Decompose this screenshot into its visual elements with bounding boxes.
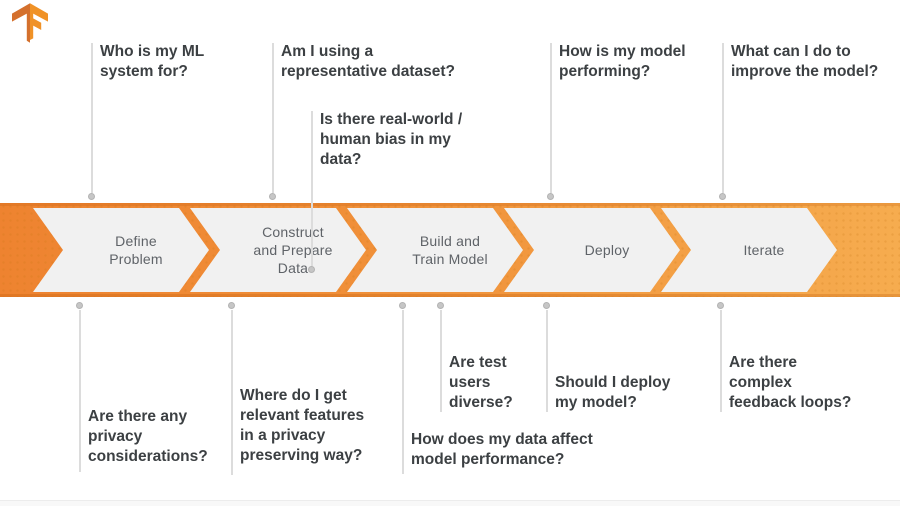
question-real-world-human-bias: Is there real-world / human bias in my d…: [308, 110, 483, 273]
leader-dot: [308, 266, 315, 273]
question-text: Should I deploy my model?: [555, 374, 671, 411]
question-text: Who is my ML system for?: [100, 43, 205, 80]
question-privacy-preserving-features: Where do I get relevant features in a pr…: [228, 302, 378, 477]
leader-line: [231, 310, 233, 475]
leader-dot: [437, 302, 444, 309]
tensorflow-logo-icon: [12, 3, 48, 43]
question-representative-dataset: Am I using a representative dataset?: [269, 42, 479, 200]
leader-dot: [399, 302, 406, 309]
stage-iterate: Iterate: [661, 208, 837, 292]
question-complex-feedback-loops: Are there complex feedback loops?: [717, 302, 857, 422]
stage-deploy: Deploy: [504, 208, 680, 292]
leader-dot: [543, 302, 550, 309]
stage-label: Construct and Prepare Data: [253, 224, 333, 276]
question-text: How is my model performing?: [559, 43, 686, 80]
leader-line: [720, 310, 722, 412]
leader-line: [79, 310, 81, 472]
leader-line: [546, 310, 548, 412]
stage-label: Iterate: [743, 242, 785, 258]
question-text: Are test users diverse?: [449, 354, 513, 411]
stage-label: Build and Train Model: [412, 233, 488, 267]
leader-line: [311, 111, 313, 266]
leader-dot: [717, 302, 724, 309]
leader-dot: [228, 302, 235, 309]
leader-dot: [88, 193, 95, 200]
question-text: Are there any privacy considerations?: [88, 408, 208, 465]
question-text: Where do I get relevant features in a pr…: [240, 387, 365, 464]
leader-line: [440, 310, 442, 412]
leader-line: [272, 43, 274, 193]
leader-dot: [719, 193, 726, 200]
question-text: Are there complex feedback loops?: [729, 354, 852, 411]
question-text: Am I using a representative dataset?: [281, 43, 456, 80]
stage-define-problem: Define Problem: [33, 208, 209, 292]
question-data-affect-model-performance: How does my data affect model performanc…: [399, 302, 629, 476]
stage-build-and-train-model: Build and Train Model: [347, 208, 523, 292]
leader-line: [550, 43, 552, 193]
question-test-users-diverse: Are test users diverse?: [437, 302, 527, 422]
next-section-edge: [0, 500, 900, 506]
question-improve-the-model: What can I do to improve the model?: [719, 42, 894, 200]
question-text: Is there real-world / human bias in my d…: [320, 111, 463, 168]
leader-line: [91, 43, 93, 193]
question-should-i-deploy: Should I deploy my model?: [543, 302, 683, 422]
leader-dot: [547, 193, 554, 200]
question-model-performing: How is my model performing?: [547, 42, 707, 200]
question-text: How does my data affect model performanc…: [411, 431, 593, 468]
leader-line: [402, 310, 404, 474]
leader-dot: [269, 193, 276, 200]
stage-label: Define Problem: [109, 233, 163, 267]
question-privacy-considerations: Are there any privacy considerations?: [76, 302, 226, 474]
tensorflow-logo: [10, 2, 50, 46]
process-band: Define Problem Construct and Prepare Dat…: [0, 203, 900, 297]
leader-line: [722, 43, 724, 193]
question-who-is-my-ml-system-for: Who is my ML system for?: [88, 42, 238, 200]
question-text: What can I do to improve the model?: [731, 43, 879, 80]
stage-label: Deploy: [584, 242, 630, 258]
stage-construct-and-prepare-data: Construct and Prepare Data: [190, 208, 366, 292]
leader-dot: [76, 302, 83, 309]
